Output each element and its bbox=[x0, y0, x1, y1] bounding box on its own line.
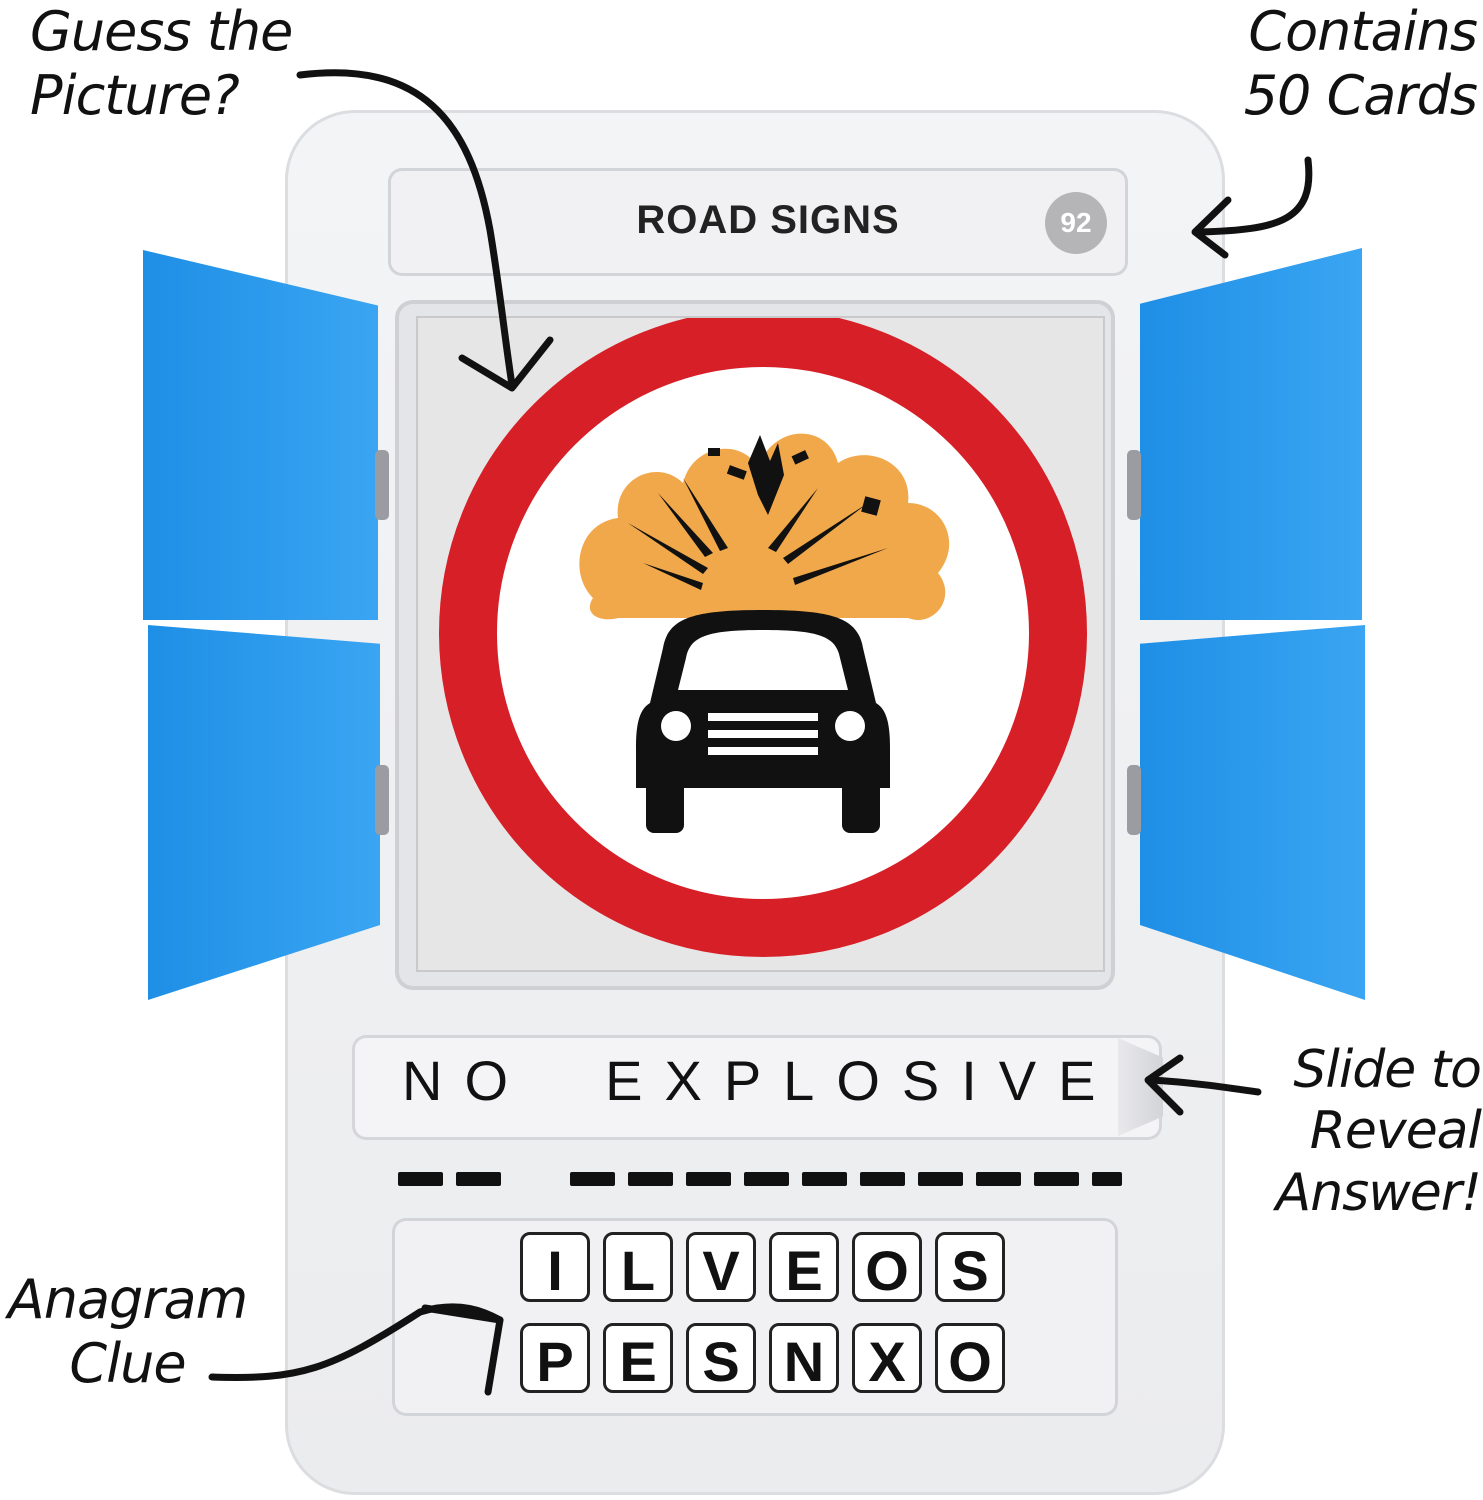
answer-letter-dashes bbox=[398, 1172, 1123, 1186]
letter-dash bbox=[744, 1172, 789, 1186]
answer-text: NO EXPLOSIVES bbox=[402, 1049, 1177, 1112]
hinge-right-bottom bbox=[1127, 765, 1141, 835]
letter-dash bbox=[686, 1172, 731, 1186]
category-slot: ROAD SIGNS bbox=[388, 168, 1128, 276]
letter-dash bbox=[570, 1172, 615, 1186]
shutter-left-top[interactable] bbox=[143, 250, 378, 620]
anagram-tile[interactable]: N bbox=[769, 1323, 839, 1393]
letter-dash bbox=[1092, 1172, 1122, 1186]
hinge-left-top bbox=[375, 450, 389, 520]
anagram-tile[interactable]: E bbox=[603, 1323, 673, 1393]
anagram-tile[interactable]: S bbox=[686, 1323, 756, 1393]
callout-guess-picture: Guess the Picture? bbox=[30, 0, 293, 127]
letter-dash bbox=[628, 1172, 673, 1186]
category-title: ROAD SIGNS bbox=[636, 198, 900, 242]
car-icon bbox=[636, 610, 890, 833]
card-number-badge: 92 bbox=[1045, 192, 1107, 254]
hinge-left-bottom bbox=[375, 765, 389, 835]
answer-slot bbox=[352, 1035, 1162, 1140]
callout-slide-reveal: Slide to Reveal Answer! bbox=[1275, 1040, 1482, 1223]
anagram-tile[interactable]: I bbox=[520, 1232, 590, 1302]
hinge-right-top bbox=[1127, 450, 1141, 520]
letter-dash bbox=[802, 1172, 847, 1186]
letter-dash bbox=[1034, 1172, 1079, 1186]
anagram-tile[interactable]: L bbox=[603, 1232, 673, 1302]
letter-dash bbox=[860, 1172, 905, 1186]
shutter-right-bottom[interactable] bbox=[1140, 625, 1365, 1000]
callout-contains-cards: Contains 50 Cards bbox=[1243, 0, 1478, 127]
anagram-tile[interactable]: V bbox=[686, 1232, 756, 1302]
letter-dash bbox=[976, 1172, 1021, 1186]
letter-dash bbox=[398, 1172, 443, 1186]
no-explosives-road-sign-icon bbox=[439, 318, 1087, 957]
shutter-right-top[interactable] bbox=[1140, 248, 1362, 620]
callout-anagram-clue: Anagram Clue bbox=[7, 1268, 248, 1395]
anagram-tile[interactable]: E bbox=[769, 1232, 839, 1302]
anagram-tile[interactable]: X bbox=[852, 1323, 922, 1393]
anagram-tile[interactable]: O bbox=[852, 1232, 922, 1302]
anagram-tile[interactable]: O bbox=[935, 1323, 1005, 1393]
anagram-tile[interactable]: S bbox=[935, 1232, 1005, 1302]
card-picture bbox=[418, 318, 1103, 970]
letter-dash bbox=[918, 1172, 963, 1186]
anagram-tile[interactable]: P bbox=[520, 1323, 590, 1393]
explosion-icon bbox=[579, 433, 950, 620]
letter-dash bbox=[456, 1172, 501, 1186]
